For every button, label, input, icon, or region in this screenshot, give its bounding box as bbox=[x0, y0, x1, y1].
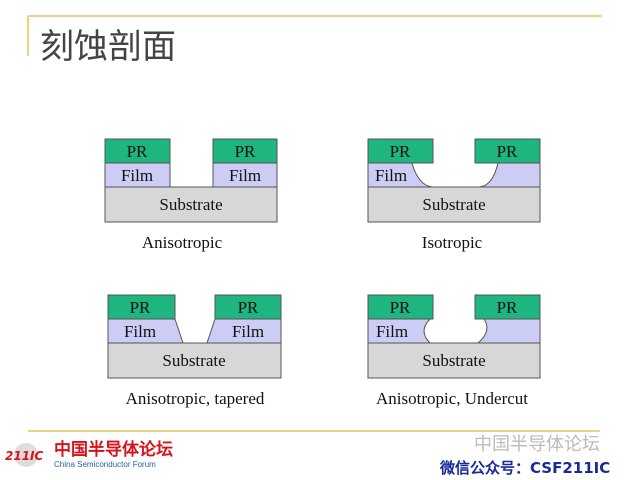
film-label: Film bbox=[229, 166, 261, 185]
caption: Anisotropic bbox=[142, 233, 223, 252]
diagram-undercut: PR PR Film Substrate Anisotropic, Underc… bbox=[367, 294, 541, 408]
logo-globe-icon bbox=[14, 443, 38, 467]
caption: Anisotropic, tapered bbox=[126, 389, 265, 408]
substrate bbox=[367, 342, 541, 379]
diagram-tapered: PR PR Film Film Substrate Anisotropic, t… bbox=[107, 294, 282, 408]
film-label: Film bbox=[375, 166, 407, 185]
diagram-anisotropic: PR PR Film Film Substrate Anisotropic bbox=[104, 138, 278, 252]
pr-right bbox=[214, 294, 282, 320]
caption: Anisotropic, Undercut bbox=[376, 389, 528, 408]
pr-label: PR bbox=[130, 298, 151, 317]
pr-right bbox=[474, 138, 541, 164]
pr-label: PR bbox=[127, 142, 148, 161]
film-label: Film bbox=[121, 166, 153, 185]
caption: Isotropic bbox=[422, 233, 483, 252]
pr-left bbox=[367, 138, 434, 164]
pr-left bbox=[104, 138, 171, 164]
pr-label: PR bbox=[497, 298, 518, 317]
film-label: Film bbox=[124, 322, 156, 341]
watermark: 中国半导体论坛 bbox=[474, 434, 600, 455]
pr-label: PR bbox=[238, 298, 259, 317]
substrate bbox=[367, 186, 541, 223]
logo-en: China Semiconductor Forum bbox=[54, 460, 156, 469]
substrate-label: Substrate bbox=[422, 195, 485, 214]
pr-right bbox=[474, 294, 541, 320]
diagram-isotropic: PR PR Film Substrate Isotropic bbox=[367, 138, 541, 252]
page-title: 刻蚀剖面 bbox=[40, 27, 176, 67]
pr-label: PR bbox=[390, 298, 411, 317]
logo-mark: 211IC bbox=[5, 449, 44, 463]
pr-label: PR bbox=[497, 142, 518, 161]
wechat-account: 微信公众号：CSF211IC bbox=[439, 459, 610, 477]
film-right bbox=[212, 162, 278, 188]
pr-left bbox=[107, 294, 176, 320]
pr-left bbox=[367, 294, 434, 320]
film-label: Film bbox=[232, 322, 264, 341]
pr-label: PR bbox=[235, 142, 256, 161]
substrate bbox=[107, 342, 282, 379]
logo-cn: 中国半导体论坛 bbox=[54, 439, 173, 460]
substrate bbox=[104, 186, 278, 223]
pr-right bbox=[212, 138, 278, 164]
substrate-label: Substrate bbox=[162, 351, 225, 370]
pr-label: PR bbox=[390, 142, 411, 161]
substrate-label: Substrate bbox=[422, 351, 485, 370]
substrate-label: Substrate bbox=[159, 195, 222, 214]
film-label: Film bbox=[376, 322, 408, 341]
